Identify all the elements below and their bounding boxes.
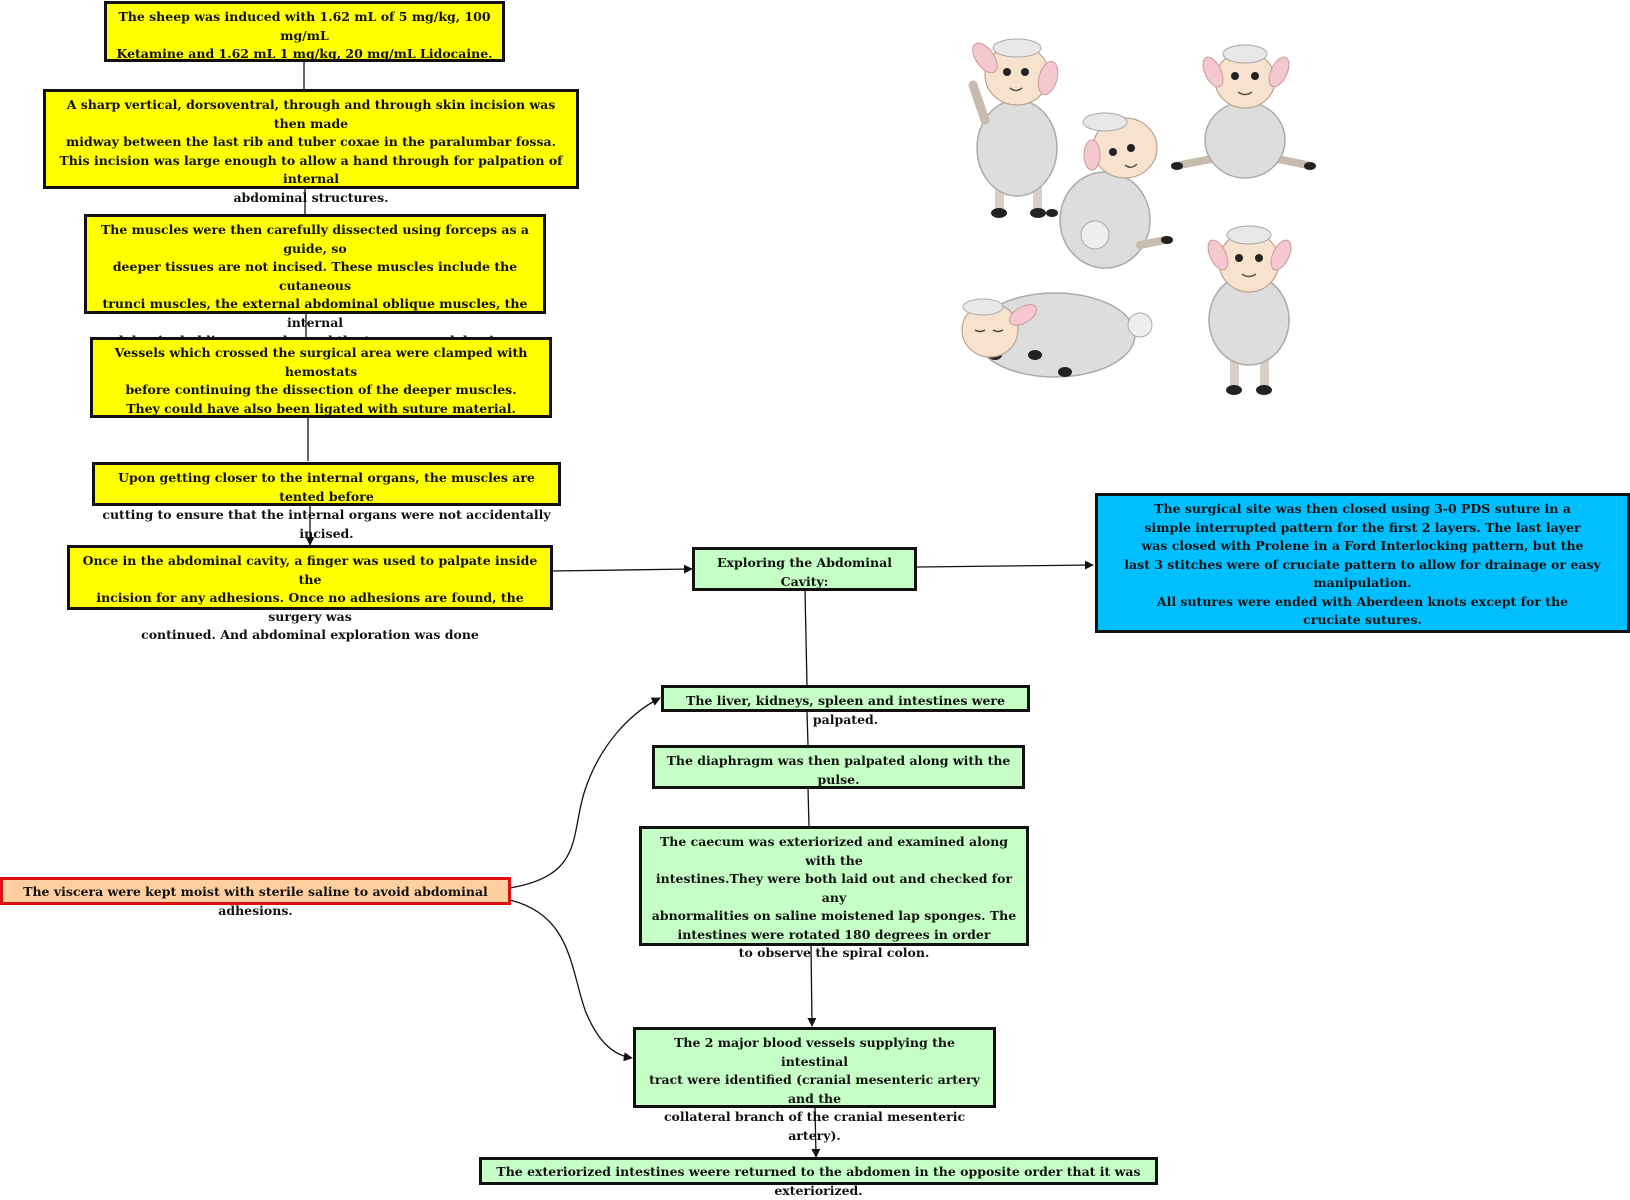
sheep-lying-down xyxy=(961,292,1153,378)
liver-box: The liver, kidneys, spleen and intestine… xyxy=(661,685,1030,727)
blood-vessels-box: The 2 major blood vessels supplying the … xyxy=(633,1027,996,1143)
viscera-box: The viscera were kept moist with sterile… xyxy=(0,877,511,918)
tented-box: Upon getting closer to the internal orga… xyxy=(92,462,561,541)
link-bloodvessels-returned xyxy=(811,1106,821,1158)
exploring-box: Exploring the Abdominal Cavity: xyxy=(692,547,917,591)
diaphragm-box: The diaphragm was then palpated along wi… xyxy=(652,745,1025,789)
link-exploring-closure xyxy=(916,560,1094,570)
returned-box: The exteriorized intestines weere return… xyxy=(479,1157,1158,1198)
sheep-waving xyxy=(968,38,1059,218)
muscles-box: The muscles were then carefully dissecte… xyxy=(84,214,546,367)
sheep-sitting-back xyxy=(1046,112,1173,269)
link-liver-diaphragm xyxy=(806,711,809,746)
link-viscera-liver xyxy=(509,697,661,889)
link-viscera-bloodvessels xyxy=(509,899,633,1062)
link-exploring-liver xyxy=(804,589,808,687)
induction-box: The sheep was induced with 1.62 mL of 5 … xyxy=(104,1,505,62)
sheep-illustration xyxy=(961,38,1316,395)
link-cavity-exploring xyxy=(551,564,693,574)
closure-box: The surgical site was then closed using … xyxy=(1095,493,1630,633)
link-diaphragm-caecum xyxy=(807,787,810,827)
vessels-box: Vessels which crossed the surgical area … xyxy=(90,337,552,418)
incision-box: A sharp vertical, dorsoventral, through … xyxy=(43,89,579,205)
link-caecum-bloodvessels xyxy=(807,944,817,1027)
sheep-sitting-front xyxy=(1171,44,1316,179)
cavity-box: Once in the abdominal cavity, a finger w… xyxy=(67,545,553,642)
sheep-standing-right xyxy=(1207,225,1292,395)
caecum-box: The caecum was exteriorized and examined… xyxy=(639,826,1029,960)
